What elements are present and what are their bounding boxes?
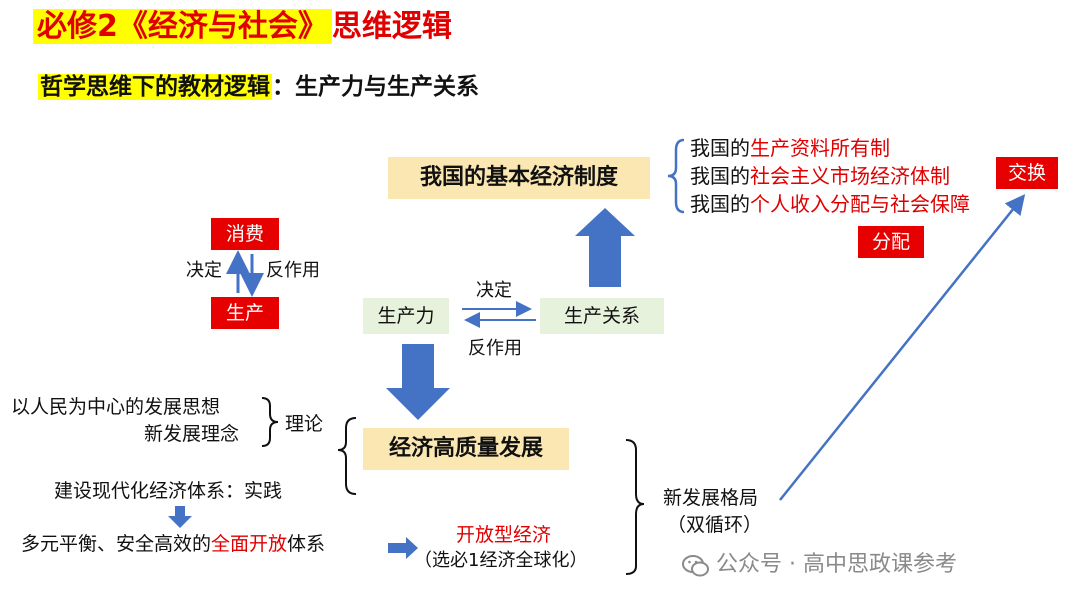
open-system-after: 体系 — [287, 533, 326, 555]
practice-down-arrow — [168, 506, 192, 528]
system-item-2-highlight: 社会主义市场经济体制 — [750, 164, 950, 188]
left-decides-label: 决定 — [186, 260, 222, 281]
wechat-icon — [682, 555, 709, 577]
production-box: 生产 — [211, 297, 279, 329]
title-rest: 思维逻辑 — [331, 9, 452, 44]
subtitle-highlight: 哲学思维下的教材逻辑 — [38, 74, 272, 100]
down-arrow — [386, 344, 450, 420]
open-right-arrow — [388, 537, 418, 559]
system-item-1-prefix: 我国的 — [690, 136, 750, 160]
mid-decides-label: 决定 — [476, 280, 512, 301]
consumption-box: 消费 — [211, 218, 279, 250]
subtitle-rest: ：生产力与生产关系 — [272, 74, 479, 100]
open-system-before: 多元平衡、安全高效的 — [21, 533, 212, 555]
watermark-text: 公众号 · 高中思政课参考 — [716, 552, 957, 577]
left-reacts-label: 反作用 — [266, 260, 320, 281]
productive-forces-box: 生产力 — [363, 298, 449, 334]
system-item-3: 我国的个人收入分配与社会保障 — [690, 190, 970, 218]
dual-circulation-label: （双循环） — [667, 514, 763, 536]
quality-brace — [337, 417, 357, 495]
system-brace — [667, 138, 685, 214]
title-highlight: 必修2《经济与社会》 — [33, 9, 332, 44]
system-item-1: 我国的生产资料所有制 — [690, 134, 890, 162]
open-economy-label: 开放型经济 — [456, 524, 552, 546]
theory-item-1: 以人民为中心的发展思想 — [11, 396, 221, 418]
system-item-3-prefix: 我国的 — [690, 192, 750, 216]
up-arrow — [575, 208, 635, 287]
open-system-text: 多元平衡、安全高效的全面开放体系 — [21, 531, 325, 557]
basic-economic-system-box: 我国的基本经济制度 — [388, 157, 650, 199]
page-subtitle: 哲学思维下的教材逻辑：生产力与生产关系 — [38, 70, 479, 104]
new-pattern-label: 新发展格局 — [663, 487, 759, 509]
system-item-2: 我国的社会主义市场经济体制 — [690, 162, 950, 190]
theory-item-2: 新发展理念 — [144, 423, 240, 445]
mid-reacts-label: 反作用 — [468, 338, 522, 359]
distribution-box: 分配 — [858, 226, 924, 258]
open-system-highlight: 全面开放 — [211, 533, 288, 555]
exchange-box: 交换 — [996, 157, 1058, 189]
theory-label: 理论 — [285, 413, 324, 435]
pattern-to-exchange-arrow — [779, 194, 1026, 501]
system-item-1-highlight: 生产资料所有制 — [750, 136, 890, 160]
elective-note: （选必1经济全球化） — [414, 550, 588, 571]
practice-label: 建设现代化经济体系：实践 — [54, 480, 283, 502]
high-quality-development-box: 经济高质量发展 — [363, 428, 569, 470]
production-relations-box: 生产关系 — [540, 298, 664, 334]
system-item-2-prefix: 我国的 — [690, 164, 750, 188]
system-item-3-highlight: 个人收入分配与社会保障 — [750, 192, 970, 216]
pattern-brace — [625, 439, 645, 575]
theory-brace — [261, 397, 279, 447]
page-title: 必修2《经济与社会》思维逻辑 — [33, 6, 452, 48]
